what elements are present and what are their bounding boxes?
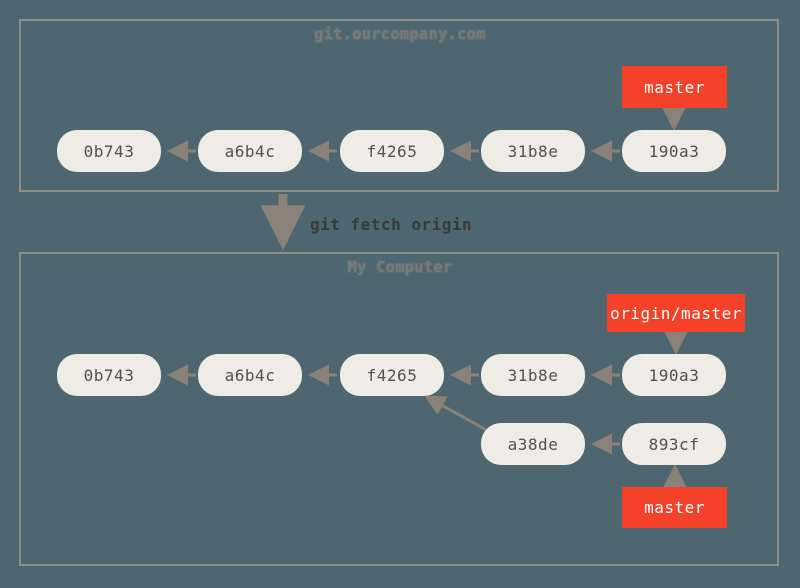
branch-label-master[interactable]: master bbox=[622, 66, 727, 108]
local-repository-container bbox=[19, 252, 779, 566]
server-repository-container bbox=[19, 19, 779, 192]
commit-node[interactable]: a6b4c bbox=[198, 130, 302, 172]
commit-node[interactable]: 190a3 bbox=[622, 130, 726, 172]
commit-node[interactable]: f4265 bbox=[340, 354, 444, 396]
commit-node[interactable]: f4265 bbox=[340, 130, 444, 172]
server-repository-title: git.ourcompany.com bbox=[314, 25, 486, 43]
commit-node[interactable]: a6b4c bbox=[198, 354, 302, 396]
branch-label-origin-master[interactable]: origin/master bbox=[607, 294, 745, 332]
local-repository-title: My Computer bbox=[347, 258, 453, 276]
commit-node[interactable]: 0b743 bbox=[57, 130, 161, 172]
commit-node[interactable]: 893cf bbox=[622, 423, 726, 465]
branch-label-master[interactable]: master bbox=[622, 487, 727, 528]
commit-node[interactable]: 0b743 bbox=[57, 354, 161, 396]
fetch-command-label: git fetch origin bbox=[310, 215, 473, 234]
commit-node[interactable]: 190a3 bbox=[622, 354, 726, 396]
commit-node[interactable]: 31b8e bbox=[481, 130, 585, 172]
commit-node[interactable]: a38de bbox=[481, 423, 585, 465]
commit-node[interactable]: 31b8e bbox=[481, 354, 585, 396]
